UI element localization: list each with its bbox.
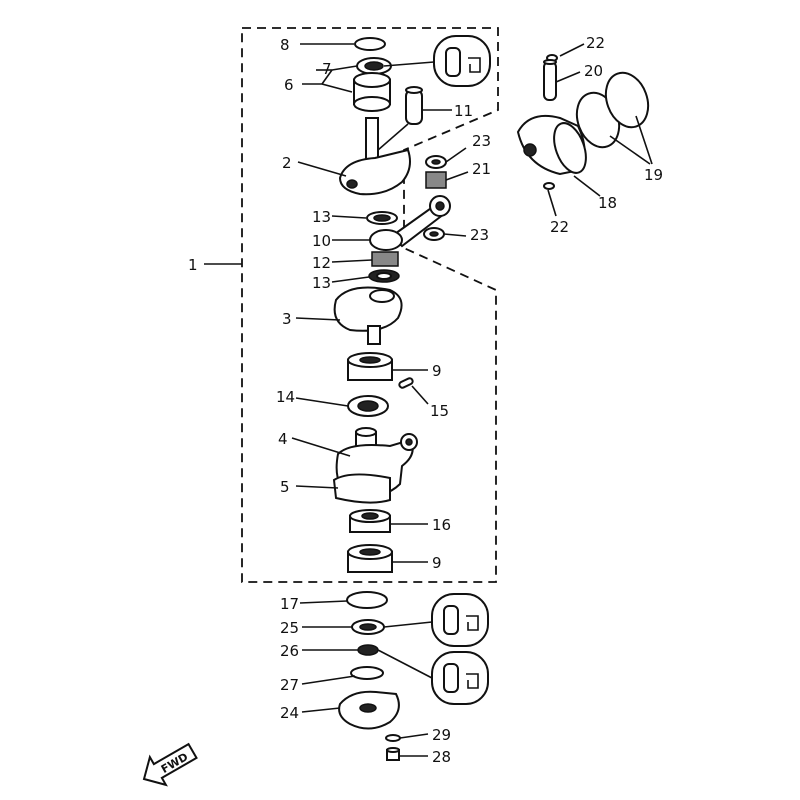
part-3-crankshaft-middle xyxy=(333,286,403,345)
callout-10: 10 xyxy=(312,232,331,250)
callout-24: 24 xyxy=(280,704,299,722)
part-21-needle-bearing xyxy=(425,171,447,189)
part-24-oil-seal-housing xyxy=(338,690,400,730)
callout-13-upper: 13 xyxy=(312,208,331,226)
fwd-arrow-icon: FWD xyxy=(142,742,198,787)
callout-18: 18 xyxy=(598,194,617,212)
assembly-boundary xyxy=(241,27,499,583)
callout-23-upper: 23 xyxy=(472,132,491,150)
callout-22-upper: 22 xyxy=(586,34,605,52)
callout-16: 16 xyxy=(432,516,451,534)
callout-9-lower: 9 xyxy=(432,554,442,572)
callout-21: 21 xyxy=(472,160,491,178)
callout-1: 1 xyxy=(188,256,198,274)
part-15-dowel-pin xyxy=(398,377,414,389)
grease-apply-icon xyxy=(431,651,489,705)
callout-26: 26 xyxy=(280,642,299,660)
callout-6: 6 xyxy=(284,76,294,94)
part-5-crankshaft-web xyxy=(332,473,391,504)
part-28-bolt xyxy=(386,747,400,761)
part-13-lower-washer xyxy=(368,269,400,283)
callout-5: 5 xyxy=(280,478,290,496)
grease-apply-icon xyxy=(433,35,491,87)
callout-2: 2 xyxy=(282,154,292,172)
callout-12: 12 xyxy=(312,254,331,272)
callout-23-lower: 23 xyxy=(470,226,489,244)
part-10-connecting-rod xyxy=(369,195,451,251)
callout-17: 17 xyxy=(280,595,299,613)
callout-11: 11 xyxy=(454,102,473,120)
callout-27: 27 xyxy=(280,676,299,694)
leader-lines xyxy=(204,43,653,757)
part-22-lower-clip xyxy=(543,182,555,190)
callout-25: 25 xyxy=(280,619,299,637)
part-25-oil-seal xyxy=(351,619,385,635)
callout-9-upper: 9 xyxy=(432,362,442,380)
part-20-piston-pin xyxy=(543,59,557,101)
part-12-needle-bearing xyxy=(371,251,399,267)
callout-7: 7 xyxy=(322,60,332,78)
callout-20: 20 xyxy=(584,62,603,80)
part-13-upper-washer xyxy=(366,211,398,225)
part-6-bearing-housing xyxy=(353,72,391,112)
part-8-o-ring xyxy=(354,37,386,51)
part-26-oil-seal xyxy=(357,644,379,656)
callout-4: 4 xyxy=(278,430,288,448)
part-23-upper-washer xyxy=(425,155,447,169)
callout-19: 19 xyxy=(644,166,663,184)
callout-22-lower: 22 xyxy=(550,218,569,236)
grease-apply-icon xyxy=(431,593,489,647)
callout-28: 28 xyxy=(432,748,451,766)
callout-3: 3 xyxy=(282,310,292,328)
callout-13-lower: 13 xyxy=(312,274,331,292)
part-11-crank-pin xyxy=(405,86,423,125)
callout-14: 14 xyxy=(276,388,295,406)
callout-29: 29 xyxy=(432,726,451,744)
part-14-labyrinth-seal xyxy=(347,395,389,417)
part-18-piston xyxy=(516,114,587,176)
part-2-crankshaft-upper xyxy=(338,117,411,196)
callout-15: 15 xyxy=(430,402,449,420)
part-17-o-ring xyxy=(346,591,388,609)
part-9-upper-ball-bearing xyxy=(347,352,393,381)
part-23-lower-washer xyxy=(423,227,445,241)
part-9-lower-ball-bearing xyxy=(347,544,393,573)
part-29-washer xyxy=(385,734,401,742)
part-19-piston-rings xyxy=(575,71,650,149)
callout-8: 8 xyxy=(280,36,290,54)
part-16-labyrinth-seal-lower xyxy=(349,509,391,533)
part-27-o-ring xyxy=(350,666,384,680)
